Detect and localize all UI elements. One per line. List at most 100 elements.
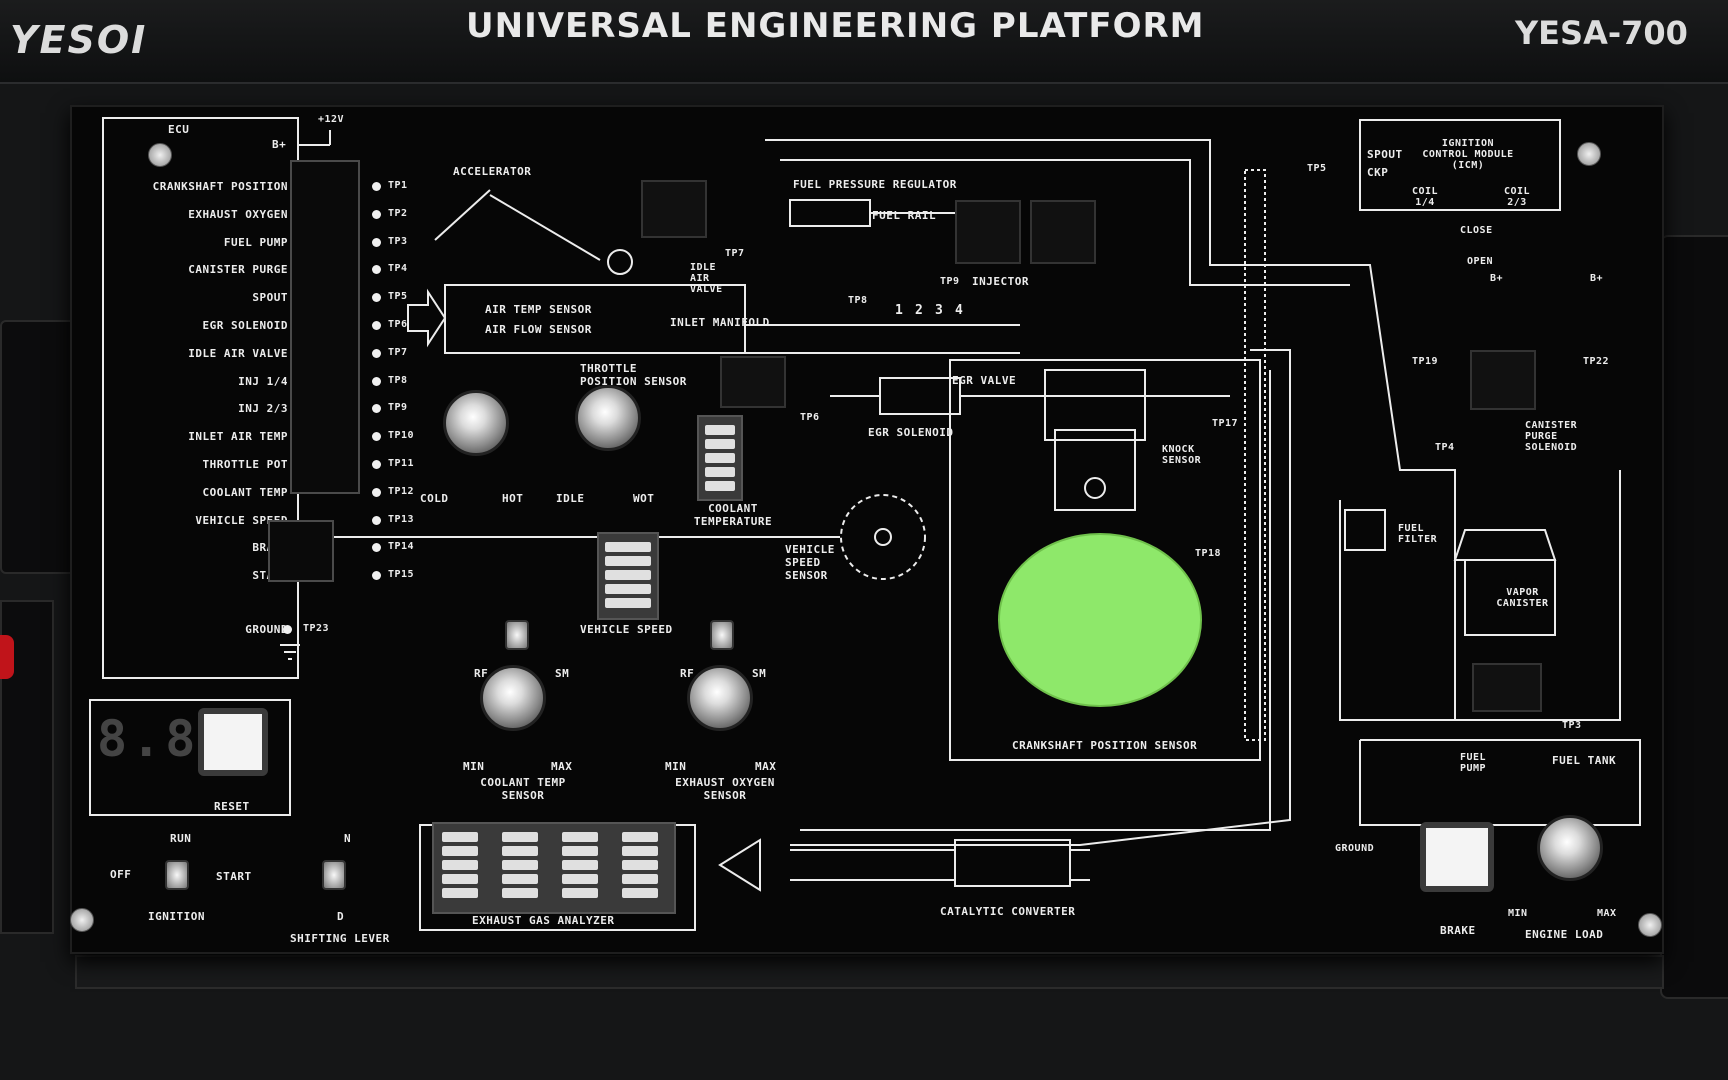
test-point-icon[interactable]: [372, 293, 381, 303]
test-point-icon[interactable]: [372, 487, 381, 497]
canister-purge-solenoid-label: CANISTER PURGE SOLENOID: [1525, 420, 1578, 453]
tp3-label: TP3: [1562, 720, 1582, 731]
tp7-label: TP7: [725, 248, 745, 259]
ecu-row-label: THROTTLE POT: [202, 458, 288, 471]
tp9-diagram-label: TP9: [940, 276, 960, 287]
vehicle-speed-bar-graph: [597, 532, 659, 620]
ecu-test-point-label: TP5: [388, 291, 408, 303]
coolant-temp-knob[interactable]: [480, 665, 546, 731]
max-label: MAX: [1597, 908, 1617, 919]
ecu-row-label: EXHAUST OXYGEN: [188, 207, 288, 221]
test-point-icon[interactable]: [372, 404, 381, 414]
brand-logo: YESOI: [10, 18, 148, 62]
test-point-icon[interactable]: [372, 543, 381, 553]
icm-title-label: IGNITION CONTROL MODULE (ICM): [1422, 138, 1514, 171]
crankshaft-trigger-wheel: [998, 533, 1202, 707]
ecu-test-point-label: TP6: [388, 319, 408, 330]
tp6-label: TP6: [800, 412, 820, 423]
screw-icon: [148, 143, 172, 167]
test-point-icon[interactable]: [372, 182, 381, 191]
ecu-row-label: INJ 2/3: [238, 402, 288, 416]
ecu-test-point-label: TP12: [388, 485, 415, 497]
throttle-position-sensor-label: THROTTLE POSITION SENSOR: [580, 362, 687, 388]
test-point-icon[interactable]: [372, 460, 381, 469]
coolant-temp-sensor-label: COOLANT TEMP SENSOR: [480, 776, 566, 802]
reset-button[interactable]: [198, 708, 268, 776]
inlet-air-temp-knob[interactable]: [443, 390, 509, 456]
ignition-switch[interactable]: [165, 860, 189, 890]
test-point-icon[interactable]: [372, 321, 381, 330]
air-flow-sensor-label: AIR FLOW SENSOR: [485, 323, 592, 336]
exhaust-oxygen-sensor-label: EXHAUST OXYGEN SENSOR: [675, 776, 775, 802]
ecu-test-point-label: TP4: [388, 263, 408, 275]
injector-label: INJECTOR: [972, 275, 1029, 288]
ecu-row-label: VEHICLE SPEED: [195, 513, 288, 527]
test-point-icon[interactable]: [372, 348, 381, 358]
test-point-icon[interactable]: [372, 237, 381, 247]
tp17-label: TP17: [1212, 418, 1239, 429]
off-label: OFF: [110, 868, 132, 881]
fuel-pressure-regulator-label: FUEL PRESSURE REGULATOR: [793, 178, 957, 191]
test-point-icon[interactable]: [283, 625, 292, 634]
tp4-label: TP4: [1435, 442, 1455, 453]
throttle-position-knob[interactable]: [575, 385, 641, 451]
ecu-row-label: INJ 1/4: [238, 374, 288, 388]
vehicle-speed-label: VEHICLE SPEED: [580, 623, 673, 636]
rf-label: RF: [474, 667, 489, 680]
test-point-icon[interactable]: [372, 571, 381, 581]
shift-n-label: N: [344, 832, 352, 845]
exhaust-oxygen-knob[interactable]: [687, 665, 753, 731]
ignition-relay: [1470, 350, 1536, 410]
engine-load-knob[interactable]: [1537, 815, 1603, 881]
test-point-icon[interactable]: [372, 376, 381, 386]
ecu-row-label: CRANKSHAFT POSITION: [152, 180, 288, 193]
ecu-title: ECU: [168, 123, 190, 136]
brake-label: BRAKE: [1440, 924, 1476, 937]
test-point-icon[interactable]: [372, 209, 381, 219]
ecu-switch-bank[interactable]: [290, 160, 360, 494]
ecu-test-point-label: TP7: [388, 346, 408, 358]
test-point-icon[interactable]: [372, 432, 381, 442]
screw-icon: [70, 908, 94, 932]
ecu-row-label: EGR SOLENOID: [202, 319, 288, 332]
ecu-row-label: COOLANT TEMP: [202, 485, 288, 499]
vehicle-speed-sensor-label: VEHICLE SPEED SENSOR: [785, 543, 835, 582]
ecu-row-label: FUEL PUMP: [223, 235, 288, 249]
exhaust-gas-analyzer-label: EXHAUST GAS ANALYZER: [472, 914, 615, 927]
fuel-rail-label: FUEL RAIL: [872, 209, 937, 222]
crankshaft-position-sensor-label: CRANKSHAFT POSITION SENSOR: [1012, 739, 1198, 752]
brake-button[interactable]: [1420, 822, 1494, 892]
injector-number: 2: [915, 303, 924, 318]
model-number: YESA-700: [1515, 14, 1688, 52]
ecu-row-label: INLET AIR TEMP: [188, 430, 288, 444]
bplus-label: B+: [1590, 273, 1604, 284]
catalytic-converter-label: CATALYTIC CONVERTER: [940, 905, 1076, 918]
test-point-icon[interactable]: [372, 515, 381, 525]
injector-relay-2: [1030, 200, 1096, 264]
test-point-icon[interactable]: [372, 265, 381, 275]
ecu-test-point-label: TP10: [388, 430, 415, 442]
injector-number: 1: [895, 303, 904, 318]
injector-number: 4: [955, 303, 964, 318]
egr-solenoid-label: EGR SOLENOID: [868, 426, 954, 439]
shifting-lever-switch[interactable]: [322, 860, 346, 890]
max-label: MAX: [551, 760, 573, 773]
fuel-tank-label: FUEL TANK: [1552, 754, 1617, 767]
idle-air-relay: [641, 180, 707, 238]
ecu-bplus-label: B+: [272, 138, 287, 151]
coolant-rf-sm-toggle[interactable]: [505, 620, 529, 650]
ecu-switch-bank-lower[interactable]: [268, 520, 334, 582]
ignition-label: IGNITION: [148, 910, 205, 923]
shift-d-label: D: [337, 910, 345, 923]
ecu-row-label: IDLE AIR VALVE: [188, 346, 288, 360]
start-label: START: [216, 870, 252, 883]
ecu-test-point-label: TP3: [388, 235, 408, 247]
red-knob-icon[interactable]: [0, 635, 14, 679]
injector-number: 3: [935, 303, 944, 318]
hot-label: HOT: [502, 492, 524, 505]
coil23-label: COIL 2/3: [1503, 186, 1531, 208]
air-temp-sensor-label: AIR TEMP SENSOR: [485, 303, 592, 316]
ecu-test-point-label: TP13: [388, 513, 415, 525]
close-label: CLOSE: [1460, 225, 1493, 236]
exhaust-rf-sm-toggle[interactable]: [710, 620, 734, 650]
